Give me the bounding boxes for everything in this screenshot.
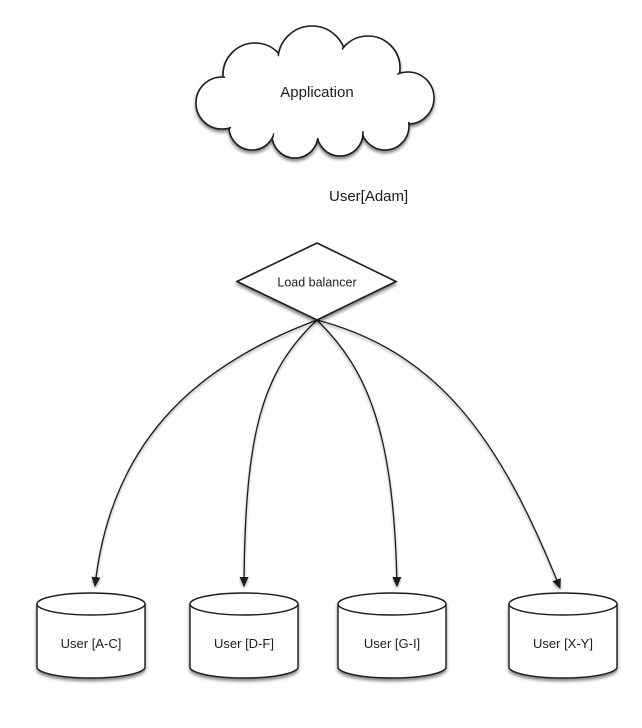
lb-to-shard-2-arrow: [239, 319, 318, 587]
lb-to-shard-4-arrow: [316, 319, 561, 589]
load-balancer-label: Load balancer: [277, 276, 356, 290]
shard-4-label: User [X-Y]: [533, 636, 593, 651]
lb-to-shard-1-arrow: [91, 319, 318, 587]
lb-to-shard-3-arrow: [316, 319, 402, 587]
shard-1-label: User [A-C]: [61, 636, 122, 651]
load-balancer-diamond: Load balancer: [235, 242, 398, 321]
shard-cylinder-3: User [G-I]: [337, 592, 447, 679]
shard-2-label: User [D-F]: [214, 636, 274, 651]
lb-fanout-arrows: [91, 319, 561, 589]
cloud-outline: [195, 25, 435, 159]
shard-cylinder-1: User [A-C]: [36, 592, 146, 679]
shard-cylinder-4: User [X-Y]: [508, 592, 618, 679]
request-edge-label: User[Adam]: [329, 188, 408, 205]
application-label: Application: [280, 84, 353, 101]
shard-cylinder-2: User [D-F]: [189, 592, 299, 679]
shard-3-label: User [G-I]: [364, 636, 420, 651]
application-cloud: Application: [195, 25, 435, 159]
